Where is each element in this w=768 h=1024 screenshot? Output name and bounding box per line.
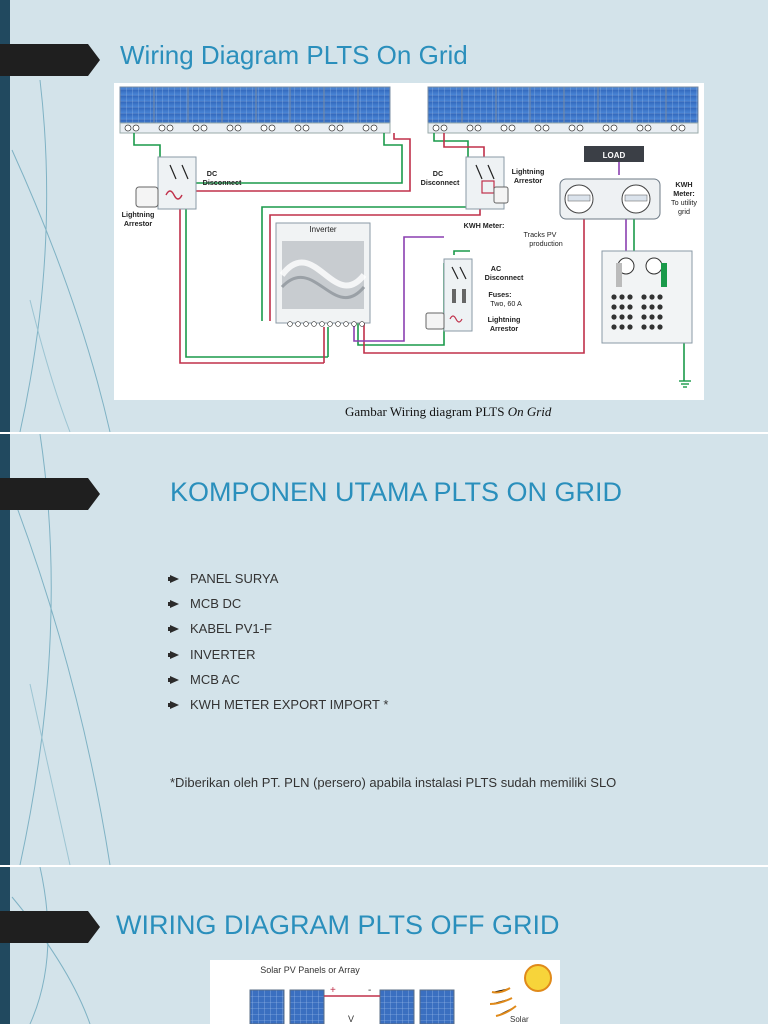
dc-disconnect-right [465,156,509,210]
slide-title: WIRING DIAGRAM PLTS OFF GRID [116,910,560,940]
dc-disconnect-left [135,156,197,210]
arrow-bullet-icon [168,575,179,583]
label-ac-disconnect-2: Disconnect [485,273,524,282]
solar-array-left [119,86,391,134]
list-item: KWH METER EXPORT IMPORT * [168,697,388,722]
label-inverter: Inverter [309,225,336,234]
footnote: *Diberikan oleh PT. PLN (persero) apabil… [170,775,617,790]
breaker-panel [601,250,693,344]
decorative-lines [11,867,91,1024]
label-dc-disconnect-right-2: Disconnect [421,178,460,187]
arrow-bullet-icon [168,625,179,634]
ac-disconnect [425,258,473,332]
label-solar: Solar [510,1015,529,1024]
slide-sidebar-bar [0,434,10,865]
label-lightning-ac-2: Arrestor [490,324,519,333]
label-minus: - [368,985,371,996]
label-load: LOAD [603,151,626,160]
label-fuses-2: Two, 60 A [490,299,522,308]
label-kwh-tracks-2: Tracks PV [524,230,557,239]
label-lightning-left-1: Lightning [122,210,155,219]
arrow-bullet-icon [168,650,179,659]
slide-komponen-utama: KOMPONEN UTAMA PLTS ON GRID PANEL SURYA … [0,434,768,865]
solar-panel [249,989,285,1024]
slide-wiring-off-grid: WIRING DIAGRAM PLTS OFF GRID Solar PV Pa… [0,867,768,1024]
wiring-diagram: DC Disconnect Lightning Arrestor DC Disc… [119,86,699,388]
label-plus: + [330,985,336,996]
decorative-lines [11,79,111,432]
slide-wiring-on-grid: Wiring Diagram PLTS On Grid [0,0,768,432]
label-dc-disconnect-left-2: Disconnect [203,178,242,187]
solar-panel [379,989,415,1024]
title-marker-tab [0,911,100,943]
list-item: MCB DC [168,596,388,621]
slide-title: Wiring Diagram PLTS On Grid [120,40,468,70]
offgrid-diagram: Solar PV Panels or Array + - V Solar [249,964,552,1024]
list-item: MCB AC [168,672,388,697]
label-kwh-tracks-3: production [529,239,563,248]
label-lightning-left-2: Arrestor [124,219,153,228]
title-marker-tab [0,478,100,510]
caption-italic: On Grid [507,404,552,419]
label-panels: Solar PV Panels or Array [260,965,360,975]
slide-sidebar-bar [0,0,10,432]
sun-rays [489,987,517,1017]
label-lightning-ac-1: Lightning [488,315,521,324]
ground-symbol [679,380,691,388]
label-kwh-4: grid [678,207,690,216]
caption-main: Gambar Wiring diagram PLTS [345,404,508,419]
kwh-meters [559,178,661,220]
label-dc-disconnect-right-1: DC [433,169,443,178]
label-kwh-tracks-1: KWH Meter: [464,221,505,230]
slide-title: KOMPONEN UTAMA PLTS ON GRID [170,477,623,507]
label-lightning-right-2: Arrestor [514,176,543,185]
component-list: PANEL SURYA MCB DC KABEL PV1-F INVERTER … [168,571,388,722]
label-kwh-1: KWH [675,180,692,189]
arrow-bullet-icon [168,700,179,709]
list-item: INVERTER [168,647,388,672]
label-dc-disconnect-left-1: DC [207,169,217,178]
offgrid-diagram-figure: Solar PV Panels or Array + - V Solar [210,960,560,1024]
arrow-bullet-icon [168,600,179,609]
wiring-diagram-figure: DC Disconnect Lightning Arrestor DC Disc… [114,83,704,400]
inverter [275,222,371,327]
label-lightning-right-1: Lightning [512,167,545,176]
solar-array-right [427,86,699,134]
label-kwh-2: Meter: [673,189,695,198]
list-item: PANEL SURYA [168,571,388,596]
label-kwh-3: To utility [671,198,697,207]
label-v: V [348,1014,354,1024]
figure-caption: Gambar Wiring diagram PLTS On Grid [345,404,551,420]
load-box [584,146,644,162]
sun-icon [524,964,552,992]
title-marker-tab [0,44,100,76]
solar-panel [289,989,325,1024]
label-fuses-1: Fuses: [488,290,511,299]
list-item: KABEL PV1-F [168,621,388,646]
slide-sidebar-bar [0,867,10,1024]
label-ac-disconnect-1: AC [491,264,501,273]
arrow-bullet-icon [168,675,179,684]
solar-panel [419,989,455,1024]
